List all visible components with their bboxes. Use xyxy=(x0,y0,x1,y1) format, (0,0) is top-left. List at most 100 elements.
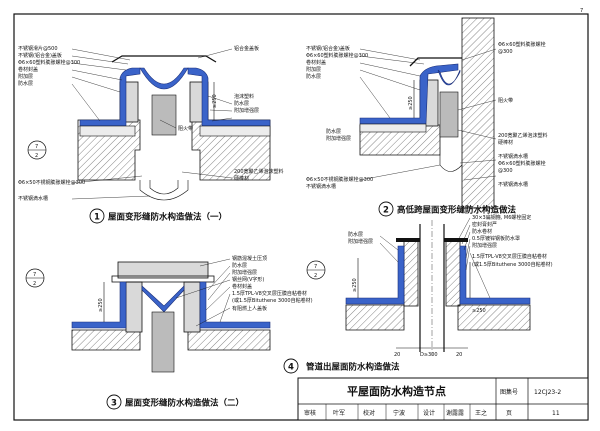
d4-dim-right: ≥250 xyxy=(472,308,486,314)
detail-4: ≥250 ≥250 20 D≥300 20 7 2 防水层 附加增强层 30×3… xyxy=(283,214,553,374)
d3-label-r6: (或1.5厚Bituthene 3000自粘卷材) xyxy=(232,297,313,304)
d4-dim-left: ≥250 xyxy=(352,278,358,292)
d3-membrane-right xyxy=(199,281,271,329)
svg-text:30×3扁钢箍, M6螺栓固定 密封膏封严: 30×3扁钢箍, M6螺栓固定 密封膏封严 防水卷材 0.5厚镀锌钢板防水罩 附… xyxy=(472,214,553,268)
d1-label-b0: Φ6×50不锈钢膨胀螺栓@300 xyxy=(18,179,85,186)
svg-text:200宽聚乙烯泡沫塑料 硬棒材: 200宽聚乙烯泡沫塑料 硬棒材 xyxy=(234,168,285,182)
d4-membrane-left xyxy=(345,245,405,305)
d1-label-br0: 200宽聚乙烯泡沫塑料 xyxy=(234,168,284,175)
d3-caption-num: 3 xyxy=(111,399,117,409)
sign-cell-4: 设计 xyxy=(423,409,435,417)
svg-text:不锈钢滑片@500 不锈钢(铝合金)盖板: 不锈钢滑片@500 不锈钢(铝合金)盖板 Φ6×60塑料膨胀螺栓@300 卷材封… xyxy=(18,45,82,87)
d4-dim-b1: D≥300 xyxy=(420,352,438,358)
d2-label-l2: 卷材封盖 xyxy=(306,59,326,66)
d1-gap-membrane xyxy=(139,67,189,90)
d4-label-r1: 密封膏封严 xyxy=(472,221,497,228)
d3-ref-bottom: 2 xyxy=(33,281,36,287)
svg-text:铝合金盖板 泡沫塑料 防水层: 铝合金盖板 泡沫塑料 防水层 附加增强层 xyxy=(234,45,261,114)
svg-text:钢筋混凝土压顶 防水层 附加增强层: 钢筋混凝土压顶 防水层 附加增强层 钢丝网(V字形) 卷材封盖 1.5厚TPL-… xyxy=(232,255,314,312)
d1-insulation-right xyxy=(199,125,271,137)
d4-slab-left xyxy=(345,304,405,331)
d1-cover-plate xyxy=(111,55,217,63)
sign-cell-2: 校对 xyxy=(363,409,375,417)
d4-label-r2: 防水卷材 xyxy=(472,228,492,235)
d3-ref-top: 7 xyxy=(33,272,36,278)
d2-label-l3: 附加层 xyxy=(306,66,321,73)
atlas-label: 图集号 xyxy=(500,388,518,396)
d1-label-r3: 附加增强层 xyxy=(234,107,259,114)
d2-label-r2: 不锈钢滴水槽 xyxy=(498,153,528,160)
d2-dim: ≥250 xyxy=(408,96,414,110)
d3-slab-left xyxy=(71,329,141,351)
detail-3: ≥250 7 2 钢筋混凝土压顶 防水层 附加增强层 钢丝网(V字形) 卷材封盖… xyxy=(25,255,314,410)
title-block-title: 平屋面防水构造节点 xyxy=(347,384,446,398)
d3-membrane-left xyxy=(71,281,127,329)
d4-ref-bottom: 2 xyxy=(314,273,317,279)
d2-caption-num: 2 xyxy=(383,206,389,216)
d1-label-l1: 不锈钢(铝合金)盖板 xyxy=(18,52,62,59)
d1-ref-top: 7 xyxy=(35,144,38,150)
d4-label-r0: 30×3扁钢箍, M6螺栓固定 xyxy=(472,214,531,221)
page-number-cell: 11 xyxy=(552,410,560,417)
detail-1: ≥250 7 2 不锈钢滑片@500 不锈钢(铝合金)盖板 Φ6×60塑料膨胀螺… xyxy=(18,45,285,224)
d2-label-rm: 阻火带 xyxy=(498,97,513,104)
d2-label-b0: Φ6×50不锈钢膨胀螺栓@300 xyxy=(306,176,373,183)
d1-caption-num: 1 xyxy=(94,213,100,223)
d3-label-r3: 钢丝网(V字形) xyxy=(232,276,264,283)
d3-label-r0: 钢筋混凝土压顶 xyxy=(232,255,267,262)
d1-label-l5: 防水层 xyxy=(18,80,33,87)
d2-label-r0: 200宽聚乙烯泡沫塑料 xyxy=(498,132,548,139)
d4-caption-num: 4 xyxy=(288,363,294,373)
svg-text:Φ6×60塑料膨胀螺栓 @300: Φ6×60塑料膨胀螺栓 @300 xyxy=(498,41,547,55)
d2-label-l4: 防水层 xyxy=(306,73,321,80)
d4-label-r5: 1.5厚TPL-V8交叉层压膜自粘卷材 xyxy=(472,253,547,260)
d3-slab-right xyxy=(187,329,271,351)
d3-label-r2: 附加增强层 xyxy=(232,269,257,276)
d4-dim-b0: 20 xyxy=(394,352,400,358)
sign-cell-1: 叶军 xyxy=(333,409,345,417)
d2-label-ll0: 防水层 xyxy=(326,128,341,135)
sign-cell-0: 审核 xyxy=(304,409,316,417)
d4-caption: 管道出屋面防水构造做法 xyxy=(306,362,400,373)
d4-dim-b2: 20 xyxy=(456,352,462,358)
d1-label-mid: 阻火带 xyxy=(178,125,193,132)
svg-text:Φ6×50不锈钢膨胀螺栓@300 不锈钢滴水槽: Φ6×50不锈钢膨胀螺栓@300 不锈钢滴水槽 xyxy=(18,179,87,202)
page-label: 页 xyxy=(506,410,512,417)
d1-label-r1: 泡沫塑料 xyxy=(234,93,254,100)
d3-concrete-cap xyxy=(117,261,209,279)
svg-text:防水层 附加增强层: 防水层 附加增强层 xyxy=(326,128,351,142)
sign-cell-5: 谢露露 xyxy=(446,409,464,417)
d3-dim: ≥250 xyxy=(98,298,104,312)
d4-label-r3: 0.5厚镀锌钢板防水罩 xyxy=(472,235,520,242)
d4-membrane-right xyxy=(459,245,531,305)
svg-text:防水层 附加增强层: 防水层 附加增强层 xyxy=(348,231,373,245)
d2-label-b1: 不锈钢滴水槽 xyxy=(306,183,336,190)
d2-caption-circle xyxy=(378,201,394,217)
d1-ref-bottom: 2 xyxy=(35,153,38,159)
d2-label-l0: 不锈钢(铝合金)盖板 xyxy=(306,45,350,52)
d2-label-ll1: 附加增强层 xyxy=(326,135,351,142)
d2-label-rt1: @300 xyxy=(498,49,513,55)
d2-label-r5: 不锈钢滴水槽 xyxy=(498,181,528,188)
sign-cell-3: 宁波 xyxy=(393,409,405,417)
d3-caption-circle xyxy=(106,394,122,410)
d1-membrane-right xyxy=(187,67,271,127)
d1-label-l0: 不锈钢滑片@500 xyxy=(18,45,58,52)
svg-text:审核 叶军 校对 宁波: 审核 叶军 校对 宁波 设计 谢露露 王之 xyxy=(304,409,487,417)
page-number: 7 xyxy=(580,8,583,14)
d1-label-r2: 防水层 xyxy=(234,100,249,107)
d2-label-r1: 硬棒材 xyxy=(498,139,513,146)
d4-caption-circle xyxy=(283,358,299,374)
d1-caption-circle xyxy=(89,208,105,224)
d1-label-l3: 卷材封盖 xyxy=(18,66,38,73)
d3-caption: 屋面变形缝防水构造做法（二） xyxy=(125,398,244,409)
d2-label-r3: Φ6×60塑料膨胀螺栓 xyxy=(498,160,546,167)
d2-insulation xyxy=(359,123,427,133)
d1-label-l4: 附加层 xyxy=(18,73,33,80)
svg-text:200宽聚乙烯泡沫塑料 硬棒材 不锈: 200宽聚乙烯泡沫塑料 硬棒材 不锈钢滴水槽 Φ6×60塑料膨胀螺栓 @300 … xyxy=(498,132,549,188)
atlas-number: 12CJ23-2 xyxy=(534,389,561,396)
d3-label-r7: 有阻燃上人盖板 xyxy=(232,305,267,312)
svg-text:不锈钢(铝合金)盖板 Φ6×60塑料膨胀螺栓@3: 不锈钢(铝合金)盖板 Φ6×60塑料膨胀螺栓@300 卷材封盖 附加层 防水层 xyxy=(306,45,370,80)
d1-fire-barrier xyxy=(151,94,177,136)
